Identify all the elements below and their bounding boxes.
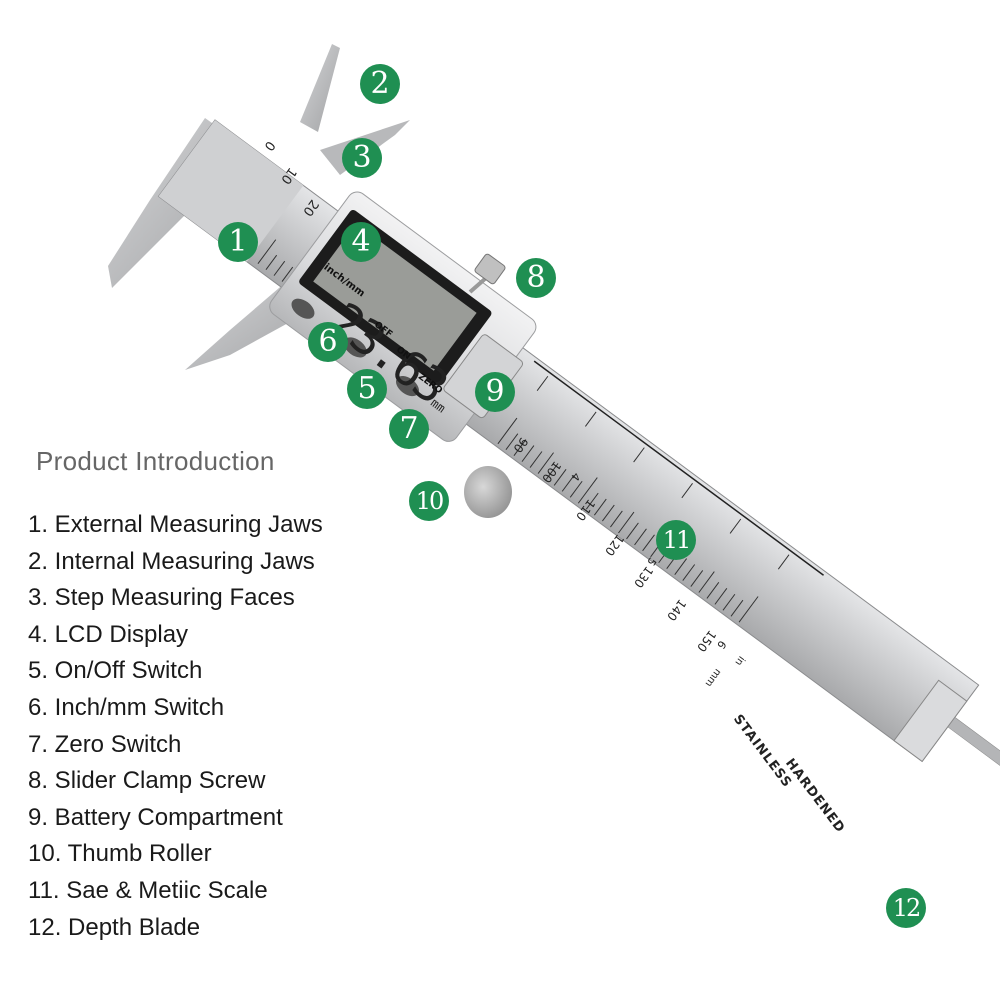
- slider-clamp-screw: [468, 253, 506, 294]
- marker-12: 12: [886, 888, 926, 928]
- marker-11: 11: [656, 520, 696, 560]
- depth-blade: [947, 716, 1000, 793]
- list-item: 4. LCD Display: [28, 620, 189, 648]
- marker-8: 8: [516, 258, 556, 298]
- list-item: 5. On/Off Switch: [28, 657, 203, 685]
- parts-list: 1. External Measuring Jaws 2. Internal M…: [28, 507, 323, 946]
- marker-10: 10: [409, 481, 449, 521]
- marker-6: 6: [308, 322, 348, 362]
- list-item: 6. Inch/mm Switch: [28, 693, 225, 721]
- thumb-roller: [464, 466, 512, 518]
- list-item: 2. Internal Measuring Jaws: [28, 547, 315, 575]
- list-item: 7. Zero Switch: [28, 730, 182, 758]
- marker-5: 5: [347, 369, 387, 409]
- list-item: 11. Sae & Metiic Scale: [28, 876, 268, 904]
- marker-7: 7: [389, 409, 429, 449]
- list-item: 9. Battery Compartment: [28, 803, 283, 831]
- list-item: 12. Depth Blade: [28, 913, 201, 941]
- marker-9: 9: [475, 372, 515, 412]
- on-off-button[interactable]: [340, 333, 370, 361]
- marker-2: 2: [360, 64, 400, 104]
- list-item: 10. Thumb Roller: [28, 840, 212, 868]
- product-introduction: Product Introduction 1. External Measuri…: [28, 446, 323, 946]
- intro-title: Product Introduction: [36, 446, 275, 476]
- zero-button[interactable]: [392, 372, 422, 400]
- marker-4: 4: [341, 222, 381, 262]
- marker-3: 3: [342, 138, 382, 178]
- list-item: 3. Step Measuring Faces: [28, 584, 295, 612]
- list-item: 1. External Measuring Jaws: [28, 511, 323, 538]
- marker-1: 1: [218, 222, 258, 262]
- list-item: 8. Slider Clamp Screw: [28, 767, 266, 795]
- inch-mm-button[interactable]: [288, 295, 318, 323]
